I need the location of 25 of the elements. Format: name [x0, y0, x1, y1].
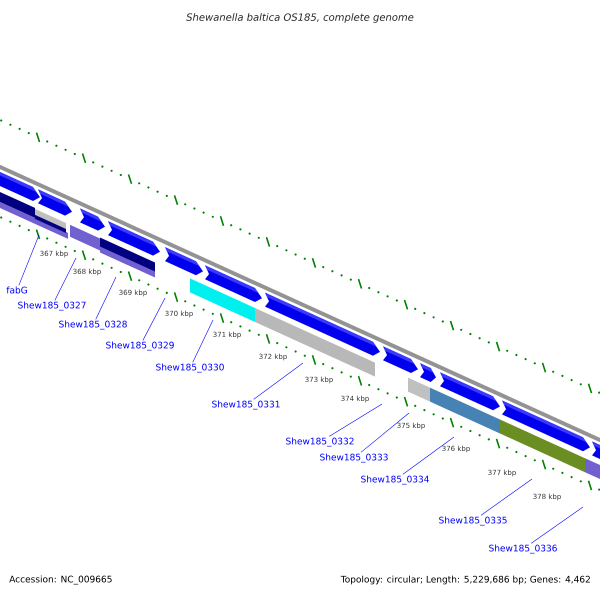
leader-line [402, 436, 454, 475]
gene-label: fabG [6, 286, 27, 294]
gene-label: Shew185_0328 [59, 320, 127, 330]
gene-label: Shew185_0334 [361, 476, 429, 484]
title: Shewanella baltica OS185, complete genome [186, 13, 414, 23]
leader-line [18, 234, 40, 286]
gene-label: Shew185_0331 [212, 400, 280, 410]
gene-label: Shew185_0336 [489, 544, 557, 554]
gene-label: Shew185_0335 [439, 516, 507, 526]
leader-line [360, 412, 410, 453]
leader-line [328, 404, 382, 437]
leader-line [95, 276, 116, 320]
leader-line [192, 320, 214, 363]
gene-label: Shew185_0332 [286, 438, 354, 446]
leader-line [54, 258, 76, 301]
leader-line [530, 506, 584, 544]
gene-label: Shew185_0333 [320, 454, 388, 462]
gene-label: Shew185_0330 [156, 364, 224, 372]
gene-label: Shew185_0327 [18, 302, 86, 310]
gene-label: Shew185_0329 [106, 342, 174, 350]
footer-text: Topology: circular; Length: 5,229,686 bp; Genes: 4,462 [340, 576, 590, 584]
leader-line [480, 478, 532, 516]
leader-line [253, 362, 304, 400]
leader-line [142, 298, 166, 341]
footer-text: Accession: NC_009665 [9, 576, 112, 584]
